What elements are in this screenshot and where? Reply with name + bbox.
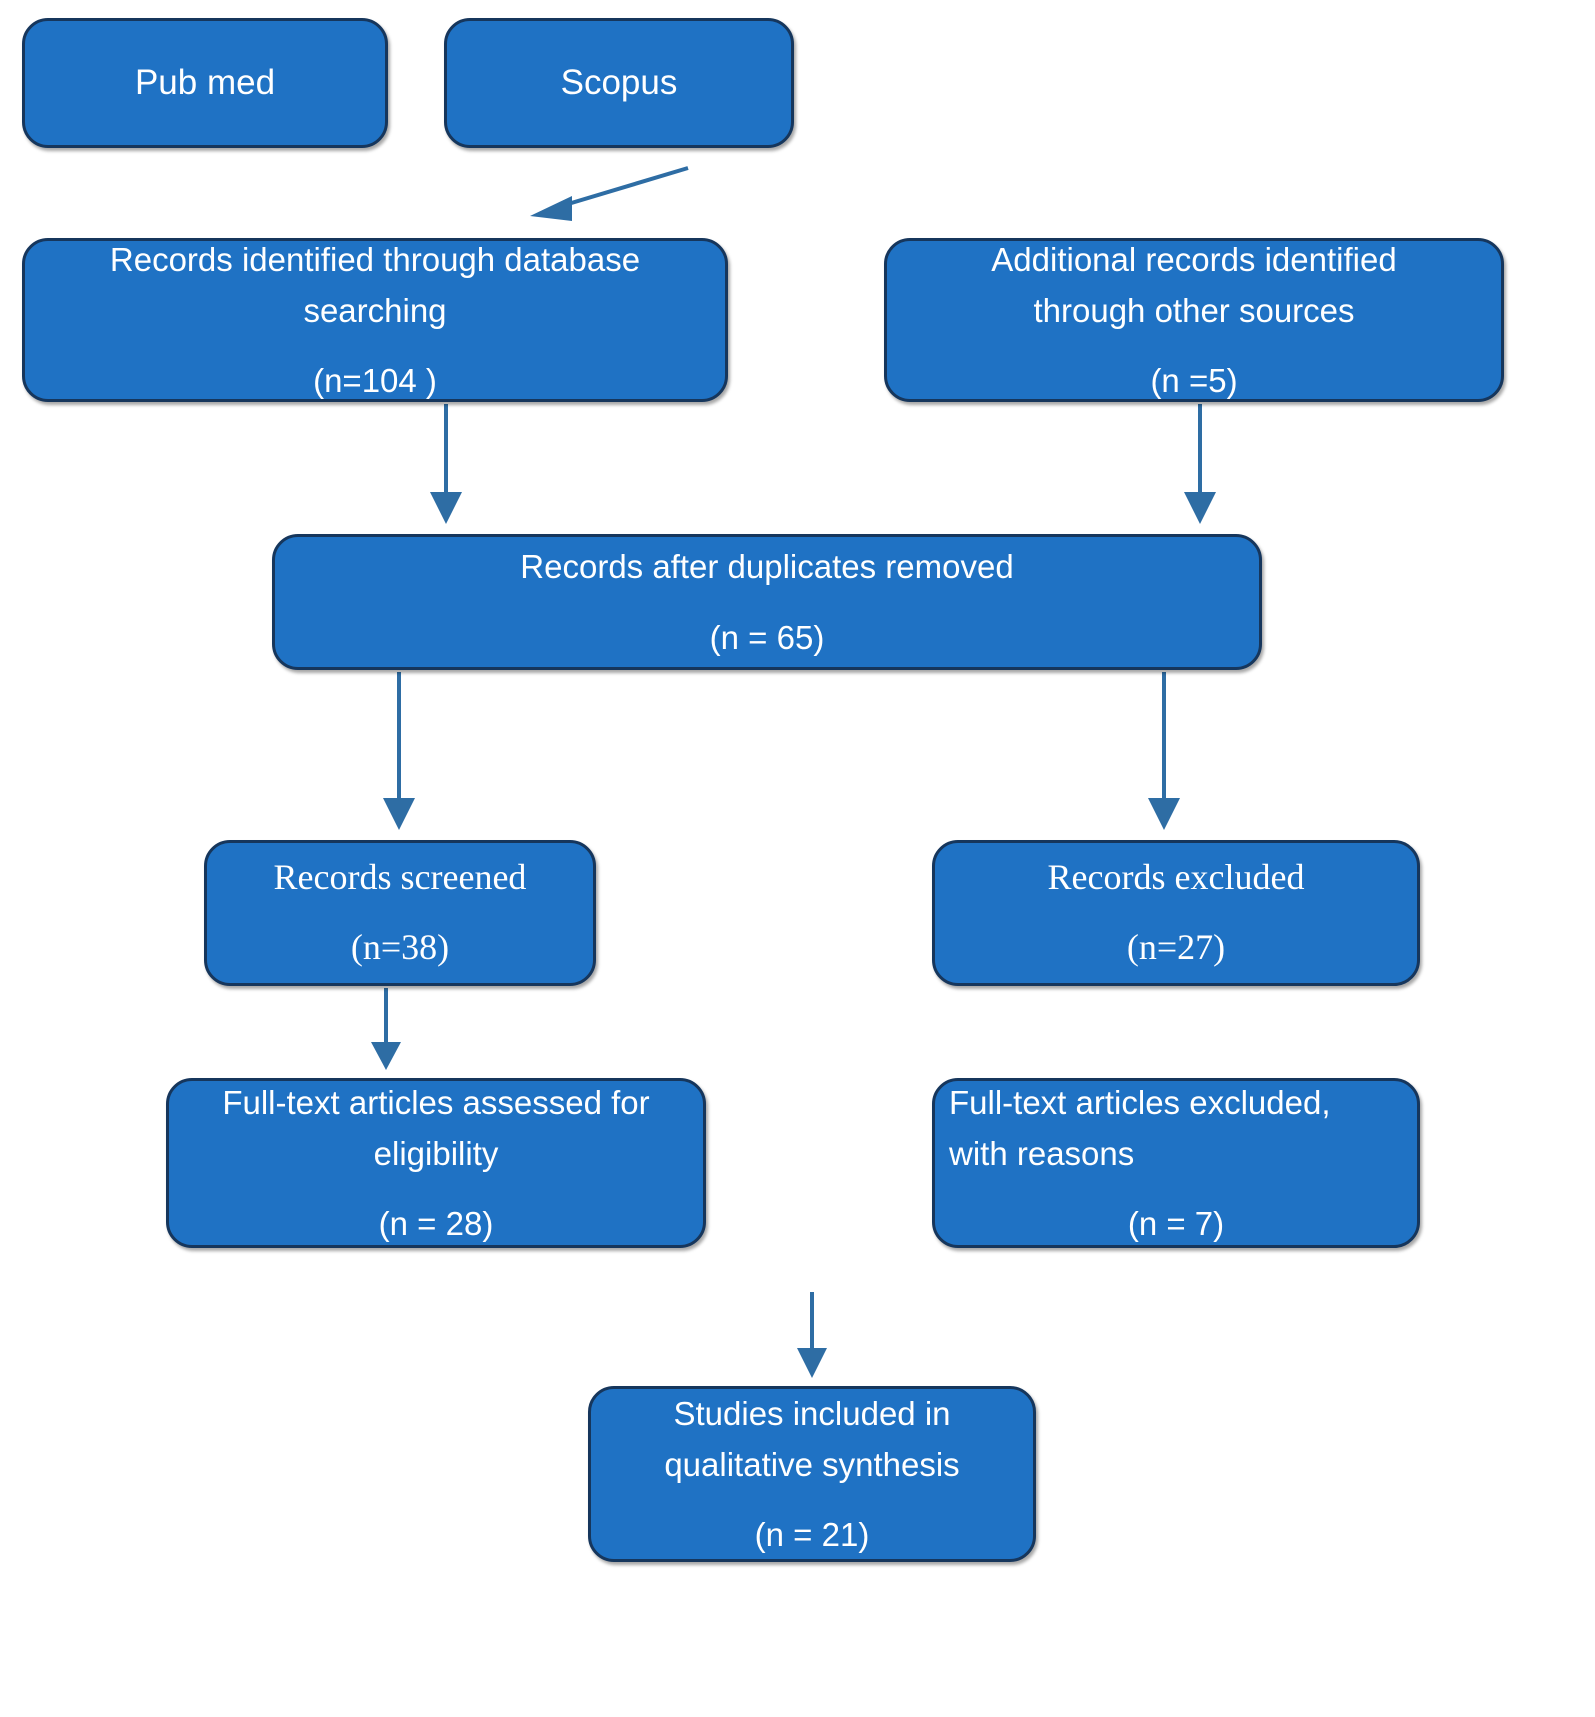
node-ft-excluded-count: (n = 7) (1127, 1204, 1225, 1242)
node-fulltext-label-line2: eligibility (373, 1135, 499, 1173)
node-scopus-label: Scopus (560, 62, 678, 102)
node-dup-removed-label: Records after duplicates removed (520, 547, 1014, 585)
node-db-search-label-line1: Records identified through database (109, 241, 641, 279)
arrow-dup-to-screened (383, 672, 415, 830)
node-fulltext-articles-excluded[interactable]: Full-text articles excluded, with reason… (932, 1078, 1420, 1248)
arrow-fulltext-to-included (797, 1292, 827, 1378)
node-ft-excluded-label-line1: Full-text articles excluded, (949, 1084, 1331, 1122)
node-studies-included-qualitative-synthesis[interactable]: Studies included in qualitative synthesi… (588, 1386, 1036, 1562)
node-pubmed[interactable]: Pub med (22, 18, 388, 148)
node-scopus[interactable]: Scopus (444, 18, 794, 148)
node-fulltext-label-line1: Full-text articles assessed for (222, 1084, 650, 1122)
arrow-db-search-to-dup (430, 404, 462, 524)
node-screened-count: (n=38) (350, 927, 450, 967)
node-other-src-label-line2: through other sources (1033, 292, 1355, 330)
node-records-screened[interactable]: Records screened (n=38) (204, 840, 596, 986)
node-other-src-count: (n =5) (1150, 361, 1238, 399)
node-included-label-line1: Studies included in (673, 1395, 951, 1433)
node-screened-label: Records screened (273, 857, 527, 898)
arrow-screened-to-fulltext (371, 988, 401, 1070)
node-records-identified-database[interactable]: Records identified through database sear… (22, 238, 728, 402)
node-included-count: (n = 21) (754, 1515, 870, 1553)
node-additional-records-other-sources[interactable]: Additional records identified through ot… (884, 238, 1504, 402)
node-db-search-count: (n=104 ) (313, 361, 437, 399)
node-records-after-duplicates-removed[interactable]: Records after duplicates removed (n = 65… (272, 534, 1262, 670)
node-fulltext-articles-assessed[interactable]: Full-text articles assessed for eligibil… (166, 1078, 706, 1248)
node-excluded-label: Records excluded (1047, 857, 1305, 898)
node-excluded-count: (n=27) (1126, 927, 1226, 967)
node-ft-excluded-label-line2: with reasons (949, 1135, 1135, 1173)
node-other-src-label-line1: Additional records identified (991, 241, 1397, 279)
node-included-label-line2: qualitative synthesis (664, 1446, 960, 1484)
arrow-dup-to-excluded (1148, 672, 1180, 830)
arrow-other-src-to-dup (1184, 404, 1216, 524)
node-dup-removed-count: (n = 65) (709, 619, 825, 656)
arrow-scopus-to-db-search (530, 166, 689, 221)
node-db-search-label-line2: searching (303, 292, 447, 330)
node-fulltext-count: (n = 28) (378, 1204, 494, 1242)
node-records-excluded[interactable]: Records excluded (n=27) (932, 840, 1420, 986)
node-pubmed-label: Pub med (134, 62, 276, 102)
